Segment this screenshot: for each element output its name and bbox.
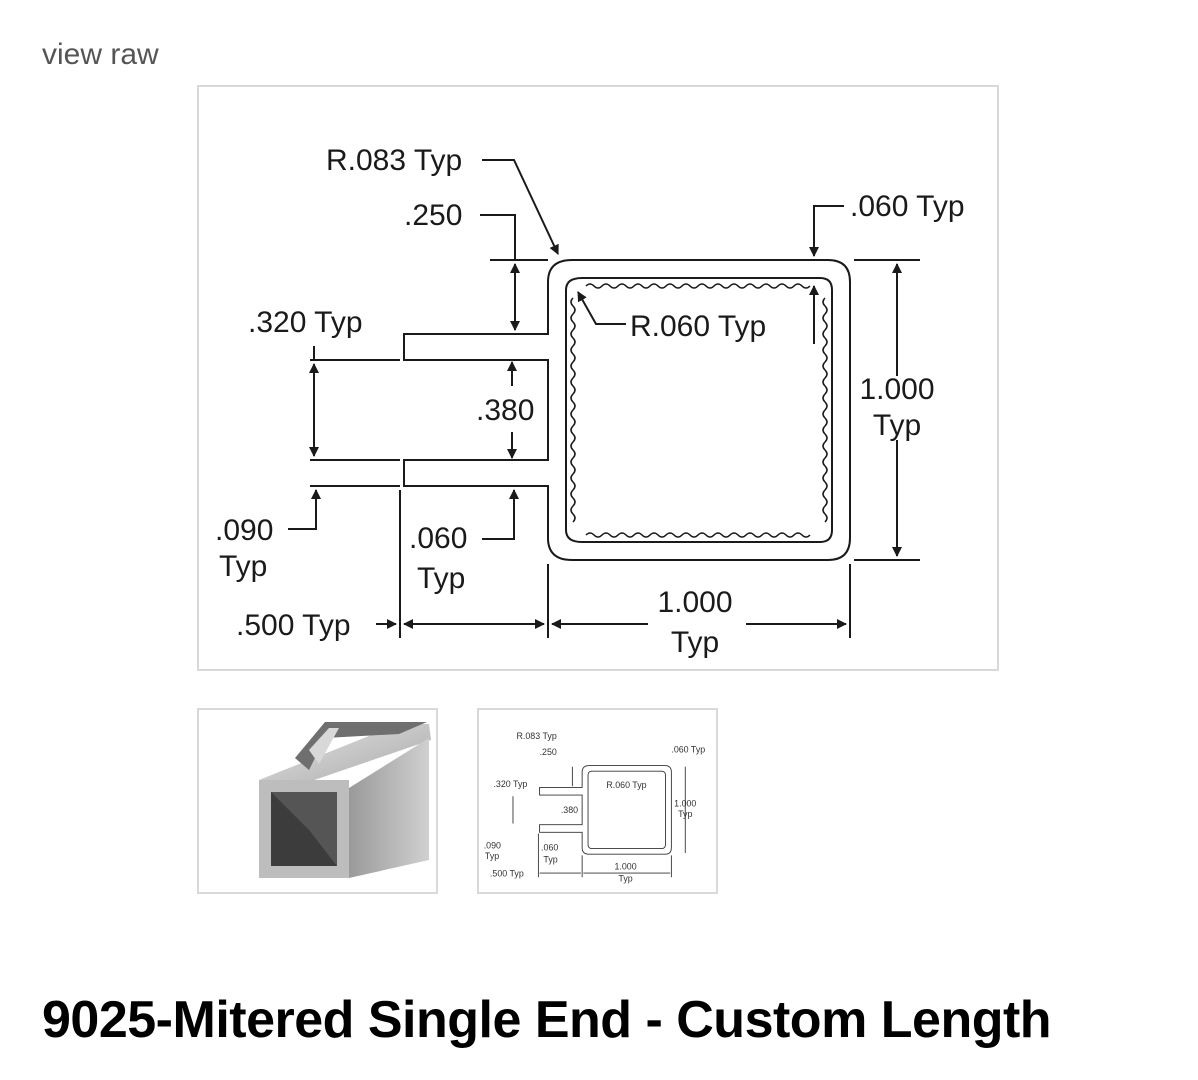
small-dim-r060: R.060 Typ — [606, 780, 646, 790]
profile-outline — [403, 259, 851, 561]
thumbnail-3d-render[interactable] — [197, 708, 438, 894]
small-dim-090: .090 — [484, 840, 501, 850]
dim-1000-right: 1.000 — [859, 373, 934, 406]
small-dim-500: .500 Typ — [490, 868, 524, 878]
main-product-image: R.083 Typ .250 .060 Typ .320 Typ R.060 T… — [197, 85, 999, 671]
dim-r060: R.060 Typ — [630, 310, 766, 343]
dim-090: .090 — [215, 514, 273, 547]
small-dim-060-top: .060 Typ — [671, 745, 705, 755]
dim-060-top: .060 Typ — [850, 190, 965, 223]
small-dim-320: .320 Typ — [493, 779, 527, 789]
small-dim-250: .250 — [540, 747, 557, 757]
dim-320: .320 Typ — [248, 306, 363, 339]
small-dim-1000-bottom-typ: Typ — [618, 873, 632, 883]
small-dim-1000-bottom: 1.000 — [614, 862, 636, 872]
small-dim-1000-right: 1.000 — [674, 799, 696, 809]
small-dim-380: .380 — [561, 805, 578, 815]
small-dim-1000-right-typ: Typ — [678, 809, 692, 819]
dim-1000-right-typ: Typ — [873, 409, 921, 442]
thumbnail-drawing[interactable]: R.083 Typ .250 .060 Typ .320 Typ R.060 T… — [477, 708, 718, 894]
dim-250: .250 — [404, 199, 462, 232]
small-dim-r083: R.083 Typ — [517, 731, 557, 741]
product-title: 9025-Mitered Single End - Custom Length — [42, 991, 1052, 1049]
small-dim-060: .060 — [541, 843, 558, 853]
dim-380: .380 — [476, 394, 534, 427]
small-dim-090-typ: Typ — [485, 851, 499, 861]
inner-texture — [585, 283, 811, 289]
dim-1000-bottom: 1.000 — [657, 586, 732, 619]
profile-drawing-small: R.083 Typ .250 .060 Typ .320 Typ R.060 T… — [484, 731, 706, 883]
dim-090-typ: Typ — [219, 550, 267, 583]
dim-060-lower: .060 — [409, 522, 467, 555]
dim-1000-bottom-typ: Typ — [671, 626, 719, 659]
profile-inner — [565, 277, 833, 543]
dim-r083: R.083 Typ — [326, 144, 462, 177]
dim-060-lower-typ: Typ — [417, 562, 465, 595]
profile-drawing: R.083 Typ .250 .060 Typ .320 Typ R.060 T… — [215, 144, 965, 659]
dim-500: .500 Typ — [236, 609, 351, 642]
extrusion-render — [259, 722, 431, 878]
small-dim-060-typ: Typ — [543, 854, 557, 864]
view-raw-link[interactable]: view raw — [42, 38, 159, 71]
